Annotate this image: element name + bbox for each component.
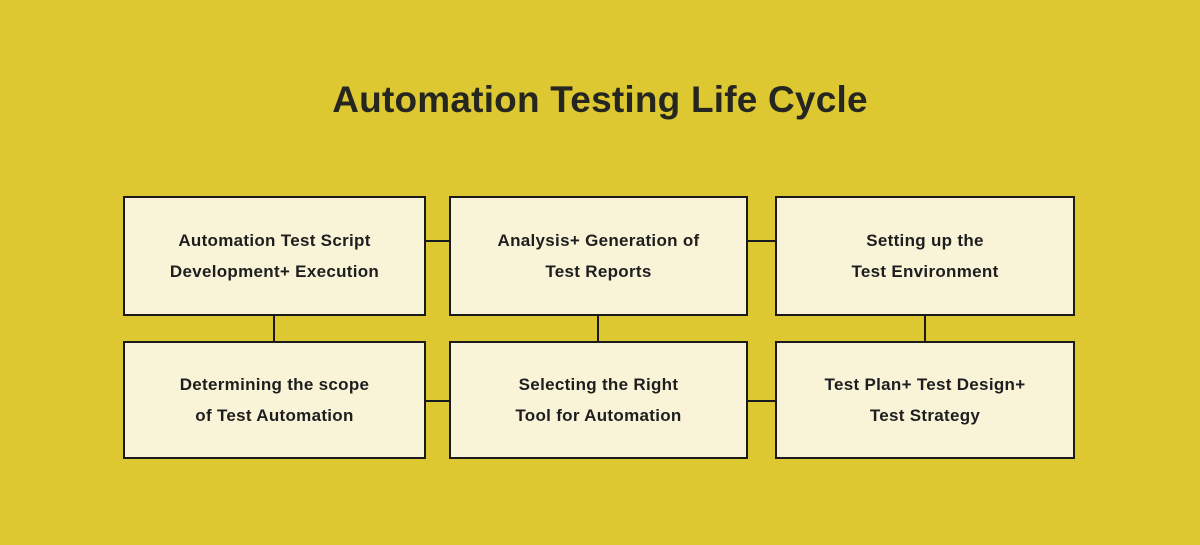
- connector-vertical-col2: [597, 316, 599, 341]
- connector-top-box2-box3: [748, 240, 775, 242]
- node-label-line: Setting up the: [866, 231, 984, 250]
- node-label-line: of Test Automation: [195, 406, 354, 425]
- node-test-plan-test-design-test-strategy: Test Plan+ Test Design+ Test Strategy: [775, 341, 1075, 459]
- node-automation-test-script-development-execution: Automation Test Script Development+ Exec…: [123, 196, 426, 316]
- connector-vertical-col1: [273, 316, 275, 341]
- connector-vertical-col3: [924, 316, 926, 341]
- connector-top-box1-box2: [426, 240, 449, 242]
- node-label-line: Selecting the Right: [518, 375, 679, 394]
- diagram-title: Automation Testing Life Cycle: [332, 79, 868, 120]
- node-label-line: Test Reports: [545, 262, 652, 281]
- node-label-line: Automation Test Script: [178, 231, 371, 250]
- node-analysis-generation-of-test-reports: Analysis+ Generation of Test Reports: [449, 196, 748, 316]
- node-label-line: Development+ Execution: [169, 262, 380, 281]
- node-selecting-the-right-tool-for-automation: Selecting the Right Tool for Automation: [449, 341, 748, 459]
- node-determining-the-scope-of-test-automation: Determining the scope of Test Automation: [123, 341, 426, 459]
- node-setting-up-the-test-environment: Setting up the Test Environment: [775, 196, 1075, 316]
- node-label-line: Test Strategy: [869, 406, 981, 425]
- connector-bottom-box5-box6: [748, 400, 775, 402]
- node-label-line: Test Plan+ Test Design+: [824, 375, 1026, 394]
- node-label-line: Analysis+ Generation of: [497, 231, 700, 250]
- node-label-line: Tool for Automation: [515, 406, 682, 425]
- node-label-line: Determining the scope: [179, 375, 370, 394]
- node-label-line: Test Environment: [851, 262, 999, 281]
- connector-bottom-box4-box5: [426, 400, 449, 402]
